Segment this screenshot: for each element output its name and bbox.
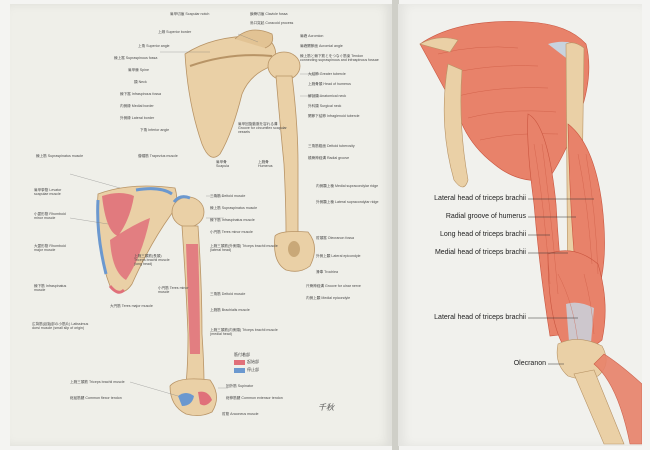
label-teres-minor: 小円筋 Teres minor muscle bbox=[210, 230, 253, 234]
label-common-flexor: 総屈筋腱 Common flexor tendon bbox=[70, 396, 122, 400]
label-greater-tubercle: 大結節 Greater tubercle bbox=[308, 72, 346, 76]
label-deltoid-upper: 三角筋 Deltoid muscle bbox=[210, 194, 246, 198]
label-clavicle: 鎖骨切痕 Clavicle fossa bbox=[250, 12, 288, 16]
legend-title: 筋付着部 bbox=[234, 352, 250, 357]
leader-lines-left bbox=[69, 33, 320, 397]
label-infraspinatus-2: 棘下筋 Infraspinatus muscle bbox=[34, 284, 67, 292]
label-superior-border: 上縁 Superior border bbox=[158, 30, 192, 34]
label-olecranon-fossa: 肘頭窩 Olecranon fossa bbox=[316, 236, 354, 240]
muscle-fibres bbox=[533, 143, 599, 345]
label-head-humerus: 上腕骨頭 Head of humerus bbox=[308, 82, 351, 86]
label-inferior-angle: 下角 Inferior angle bbox=[140, 128, 170, 132]
scapula-attachment-bottom bbox=[96, 185, 178, 294]
right-page: Lateral head of triceps brachii Radial g… bbox=[398, 4, 642, 446]
label-infraglenoid: 関節下結節 Infraglenoid tubercle bbox=[308, 114, 360, 118]
humerus-attachment-bottom bbox=[169, 195, 217, 416]
label-medial-border: 内側縁 Medial border bbox=[120, 104, 154, 108]
leader-lines-right bbox=[528, 198, 594, 365]
label-olecranon: Olecranon bbox=[513, 360, 546, 367]
label-triceps-bottom: 上腕三頭筋 Triceps brachii muscle bbox=[70, 380, 125, 384]
forearm-muscle bbox=[593, 353, 642, 445]
label-supinator: 回外筋 Supinator bbox=[226, 384, 254, 388]
label-lateral-head-lower: Lateral head of triceps brachii bbox=[434, 314, 526, 321]
label-teres-major: 大円筋 Teres major muscle bbox=[110, 304, 153, 308]
label-medial-epicondyle: 内側上顆 Medial epicondyle bbox=[306, 296, 351, 300]
label-trochlea: 滑車 Trochlea bbox=[316, 270, 339, 274]
label-supraspinatus: 棘上筋 Supraspinatus muscle bbox=[36, 154, 84, 158]
label-medial-ridge: 内側顆上稜 Medial supracondylar ridge bbox=[316, 184, 379, 188]
label-surgical-neck: 外科頸 Surgical neck bbox=[308, 104, 342, 108]
scapula-border bbox=[443, 63, 469, 188]
label-common-extensor: 総伸筋腱 Common extensor tendon bbox=[226, 396, 283, 400]
book-gutter bbox=[392, 0, 399, 450]
label-trapezius: 僧帽筋 Trapezius muscle bbox=[138, 154, 178, 158]
label-lateral-head-upper: Lateral head of triceps brachii bbox=[434, 195, 526, 202]
label-deltoid-tuberosity: 三角筋粗面 Deltoid tuberosity bbox=[308, 144, 355, 148]
insertion-swatch bbox=[234, 367, 245, 373]
legend-insertion-label: 停止部 bbox=[247, 367, 259, 372]
legend-origin-label: 起始部 bbox=[247, 359, 259, 364]
label-rhomboid-minor: 小菱形筋 Rhomboid minor muscle bbox=[34, 212, 66, 220]
label-triceps-medial: 上腕三頭筋(内側頭) Triceps brachii muscle (media… bbox=[210, 328, 278, 336]
label-infraspinous-fossa: 棘下窩 Infraspinous fossa bbox=[120, 92, 161, 96]
label-long-head: Long head of triceps brachii bbox=[440, 231, 526, 238]
label-radial-groove: 橈骨神経溝 Radial groove bbox=[308, 156, 350, 160]
label-anatomical-neck: 解剖頸 Anatomical neck bbox=[308, 94, 347, 98]
label-superior-angle: 上角 Superior angle bbox=[138, 44, 170, 48]
label-lateral-epicondyle: 外側上顆 Lateral epicondyle bbox=[316, 254, 361, 258]
label-humerus: 上腕骨 Humerus bbox=[258, 160, 273, 168]
posterior-shoulder-illustration bbox=[69, 29, 320, 416]
label-deltoid: 三角筋 Deltoid muscle bbox=[210, 292, 246, 296]
label-brachialis: 上腕筋 Brachialis muscle bbox=[210, 308, 250, 312]
label-infraspinatus: 棘下筋 Infraspinatus muscle bbox=[210, 218, 255, 222]
label-acromial-angle: 肩峰関節面 Acromial angle bbox=[300, 44, 343, 48]
legend-origin: 起始部 bbox=[234, 359, 259, 365]
label-acromion: 肩峰 Acromion bbox=[300, 34, 324, 38]
label-spine: 肩甲棘 Spine bbox=[128, 68, 149, 72]
label-scapula: 肩甲骨 Scapula bbox=[216, 160, 229, 168]
label-ulnar-groove: 尺骨神経溝 Groove for ulnar nerve bbox=[306, 284, 361, 288]
label-medial-head: Medial head of triceps brachii bbox=[434, 249, 526, 256]
label-levator-scapulae: 肩甲挙筋 Levator scapulae muscle bbox=[34, 188, 62, 196]
label-neck: 頸 Neck bbox=[134, 80, 147, 84]
label-triceps-lateral: 上腕三頭筋(外側頭) Triceps brachii muscle (later… bbox=[210, 244, 278, 252]
olecranon-bone bbox=[556, 339, 607, 380]
origin-swatch bbox=[234, 359, 245, 365]
label-lateral-border: 外側縁 Lateral border bbox=[120, 116, 155, 120]
legend-insertion: 停止部 bbox=[234, 367, 259, 373]
triceps-muscle-illustration bbox=[419, 21, 642, 445]
label-rhomboid-major: 大菱形筋 Rhomboid major muscle bbox=[34, 244, 66, 252]
label-connecting-tendon: 棘上筋と棘下筋とをつなぐ筋束 Tendon connecting suprasp… bbox=[300, 54, 379, 62]
label-lateral-ridge: 外側顆上稜 Lateral supracondylar ridge bbox=[316, 200, 379, 204]
label-radial-groove-humerus: Radial groove of humerus bbox=[445, 213, 526, 220]
scapula-bone-top bbox=[184, 29, 277, 158]
label-anconeus: 肘筋 Anconeus muscle bbox=[222, 412, 259, 416]
forearm-bone bbox=[573, 369, 625, 445]
label-supraspinous-fossa: 棘上窩 Supraspinous fossa bbox=[114, 56, 158, 60]
label-coracoid: 烏口突起 Coracoid process bbox=[250, 21, 294, 25]
label-latissimus: 広背筋(起始部の小筋片) Latissimus dorsi muscle (sm… bbox=[32, 322, 89, 330]
humerus-bone-top bbox=[267, 51, 315, 272]
left-page: 肩甲切痕 Scapular notch 鎖骨切痕 Clavicle fossa … bbox=[10, 4, 393, 446]
label-scapular-notch: 肩甲切痕 Scapular notch bbox=[170, 12, 210, 16]
label-triceps-long: 上腕三頭筋(長頭) Triceps brachii muscle (long h… bbox=[134, 254, 170, 266]
label-supraspinatus-2: 棘上筋 Supraspinatus muscle bbox=[210, 206, 258, 210]
label-teres-minor-2: 小円筋 Teres minor muscle bbox=[158, 286, 189, 294]
label-circumflex-groove: 肩甲回旋動脈を容れる溝 Groove for circumflex scapul… bbox=[238, 122, 287, 134]
illustrator-signature: 千秋 bbox=[318, 403, 334, 412]
